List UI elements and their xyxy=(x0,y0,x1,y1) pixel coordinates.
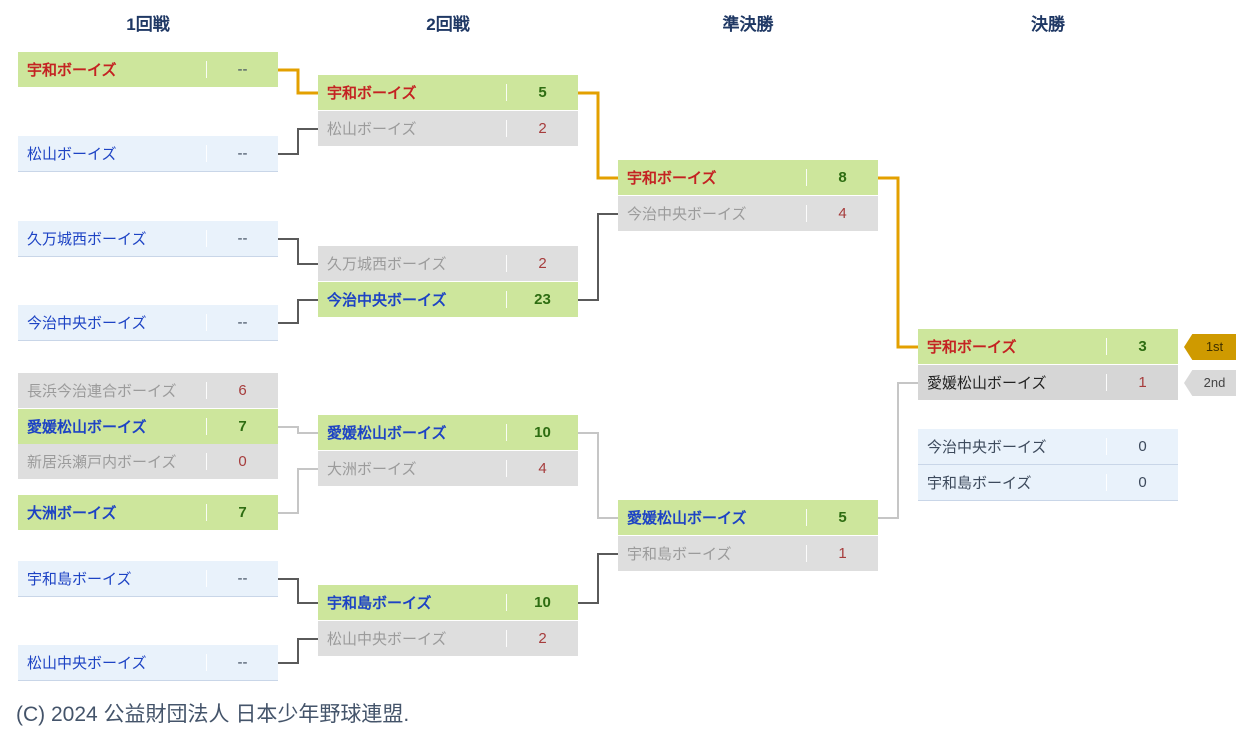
team-score: 2 xyxy=(506,255,578,272)
team-name: 今治中央ボーイズ xyxy=(27,315,147,332)
connector xyxy=(578,432,618,519)
team-row: 松山中央ボーイズ 2 xyxy=(318,621,578,657)
team-row: 宇和ボーイズ -- xyxy=(18,52,278,88)
team-score: 0 xyxy=(1106,474,1178,491)
team-score: 5 xyxy=(806,509,878,526)
team-row: 松山ボーイズ -- xyxy=(18,136,278,172)
connector xyxy=(878,382,918,519)
team-name: 宇和ボーイズ xyxy=(27,62,117,79)
team-row: 今治中央ボーイズ -- xyxy=(18,305,278,341)
team-score: 7 xyxy=(206,418,278,435)
team-score: 6 xyxy=(206,382,278,399)
team-score: 0 xyxy=(1106,438,1178,455)
team-row: 長浜今治連合ボーイズ 6 xyxy=(18,373,278,409)
round-header-final: 決勝 xyxy=(1031,15,1065,34)
team-row: 今治中央ボーイズ 0 xyxy=(918,429,1178,465)
team-name: 今治中央ボーイズ xyxy=(327,292,447,309)
connector xyxy=(278,299,318,324)
connector xyxy=(278,128,318,155)
team-name: 松山中央ボーイズ xyxy=(27,655,147,672)
team-score: 2 xyxy=(506,120,578,137)
team-name: 大洲ボーイズ xyxy=(27,505,117,522)
team-row: 今治中央ボーイズ 4 xyxy=(618,196,878,232)
connector-champion-r2 xyxy=(578,91,618,180)
team-row: 大洲ボーイズ 7 xyxy=(18,495,278,531)
team-score: 23 xyxy=(506,291,578,308)
team-name: 久万城西ボーイズ xyxy=(27,231,147,248)
team-row: 愛媛松山ボーイズ 10 xyxy=(318,415,578,451)
connector xyxy=(578,213,618,301)
team-row: 久万城西ボーイズ 2 xyxy=(318,246,578,282)
second-place-badge: 2nd xyxy=(1184,370,1236,396)
team-row: 松山中央ボーイズ -- xyxy=(18,645,278,681)
team-name: 愛媛松山ボーイズ xyxy=(327,425,447,442)
team-score: 4 xyxy=(806,205,878,222)
team-score: 1 xyxy=(806,545,878,562)
team-name: 新居浜瀬戸内ボーイズ xyxy=(27,454,177,471)
team-row: 宇和島ボーイズ 1 xyxy=(618,536,878,572)
team-name: 今治中央ボーイズ xyxy=(927,439,1047,456)
team-name: 愛媛松山ボーイズ xyxy=(27,419,147,436)
team-name: 愛媛松山ボーイズ xyxy=(627,510,747,527)
team-row: 新居浜瀬戸内ボーイズ 0 xyxy=(18,444,278,480)
team-name: 長浜今治連合ボーイズ xyxy=(27,383,177,400)
team-row-runner-up: 愛媛松山ボーイズ 1 xyxy=(918,365,1178,401)
team-row: 宇和ボーイズ 5 xyxy=(318,75,578,111)
round-header-semifinal: 準決勝 xyxy=(722,15,774,34)
team-name: 宇和島ボーイズ xyxy=(327,595,432,612)
team-name: 愛媛松山ボーイズ xyxy=(927,375,1047,392)
team-name: 宇和ボーイズ xyxy=(327,85,417,102)
team-score: -- xyxy=(206,145,278,162)
team-name: 宇和ボーイズ xyxy=(927,339,1017,356)
team-row-champion: 宇和ボーイズ 3 xyxy=(918,329,1178,365)
connector-champion-sf xyxy=(878,176,918,349)
round-header-2: 2回戦 xyxy=(426,15,470,34)
team-row: 久万城西ボーイズ -- xyxy=(18,221,278,257)
connector-champion-r1 xyxy=(278,68,318,95)
team-score: -- xyxy=(206,61,278,78)
round-header-1: 1回戦 xyxy=(126,15,170,34)
team-score: -- xyxy=(206,654,278,671)
team-name: 松山ボーイズ xyxy=(327,121,417,138)
team-name: 松山中央ボーイズ xyxy=(327,631,447,648)
team-score: 3 xyxy=(1106,338,1178,355)
team-row: 宇和島ボーイズ -- xyxy=(18,561,278,597)
team-row: 松山ボーイズ 2 xyxy=(318,111,578,147)
team-name: 宇和島ボーイズ xyxy=(927,475,1032,492)
team-score: -- xyxy=(206,314,278,331)
first-place-badge: 1st xyxy=(1184,334,1236,360)
team-row: 今治中央ボーイズ 23 xyxy=(318,282,578,318)
connector xyxy=(278,426,318,434)
team-score: 1 xyxy=(1106,374,1178,391)
team-name: 宇和島ボーイズ xyxy=(27,571,132,588)
team-name: 大洲ボーイズ xyxy=(327,461,417,478)
team-name: 今治中央ボーイズ xyxy=(627,206,747,223)
team-score: -- xyxy=(206,230,278,247)
connector xyxy=(278,638,318,664)
team-score: 10 xyxy=(506,594,578,611)
team-row: 愛媛松山ボーイズ 7 xyxy=(18,409,278,445)
connector xyxy=(578,553,618,604)
team-score: -- xyxy=(206,570,278,587)
team-name: 宇和ボーイズ xyxy=(627,170,717,187)
team-row: 大洲ボーイズ 4 xyxy=(318,451,578,487)
team-name: 久万城西ボーイズ xyxy=(327,256,447,273)
team-name: 宇和島ボーイズ xyxy=(627,546,732,563)
connector xyxy=(278,578,318,604)
team-row: 宇和ボーイズ 8 xyxy=(618,160,878,196)
team-score: 0 xyxy=(206,453,278,470)
team-row: 宇和島ボーイズ 0 xyxy=(918,465,1178,501)
copyright-text: (C) 2024 公益財団法人 日本少年野球連盟. xyxy=(16,703,410,726)
team-score: 4 xyxy=(506,460,578,477)
team-row: 宇和島ボーイズ 10 xyxy=(318,585,578,621)
connector xyxy=(278,468,318,514)
team-score: 5 xyxy=(506,84,578,101)
team-score: 7 xyxy=(206,504,278,521)
connector xyxy=(278,238,318,265)
team-score: 2 xyxy=(506,630,578,647)
team-row: 愛媛松山ボーイズ 5 xyxy=(618,500,878,536)
team-name: 松山ボーイズ xyxy=(27,146,117,163)
team-score: 10 xyxy=(506,424,578,441)
team-score: 8 xyxy=(806,169,878,186)
